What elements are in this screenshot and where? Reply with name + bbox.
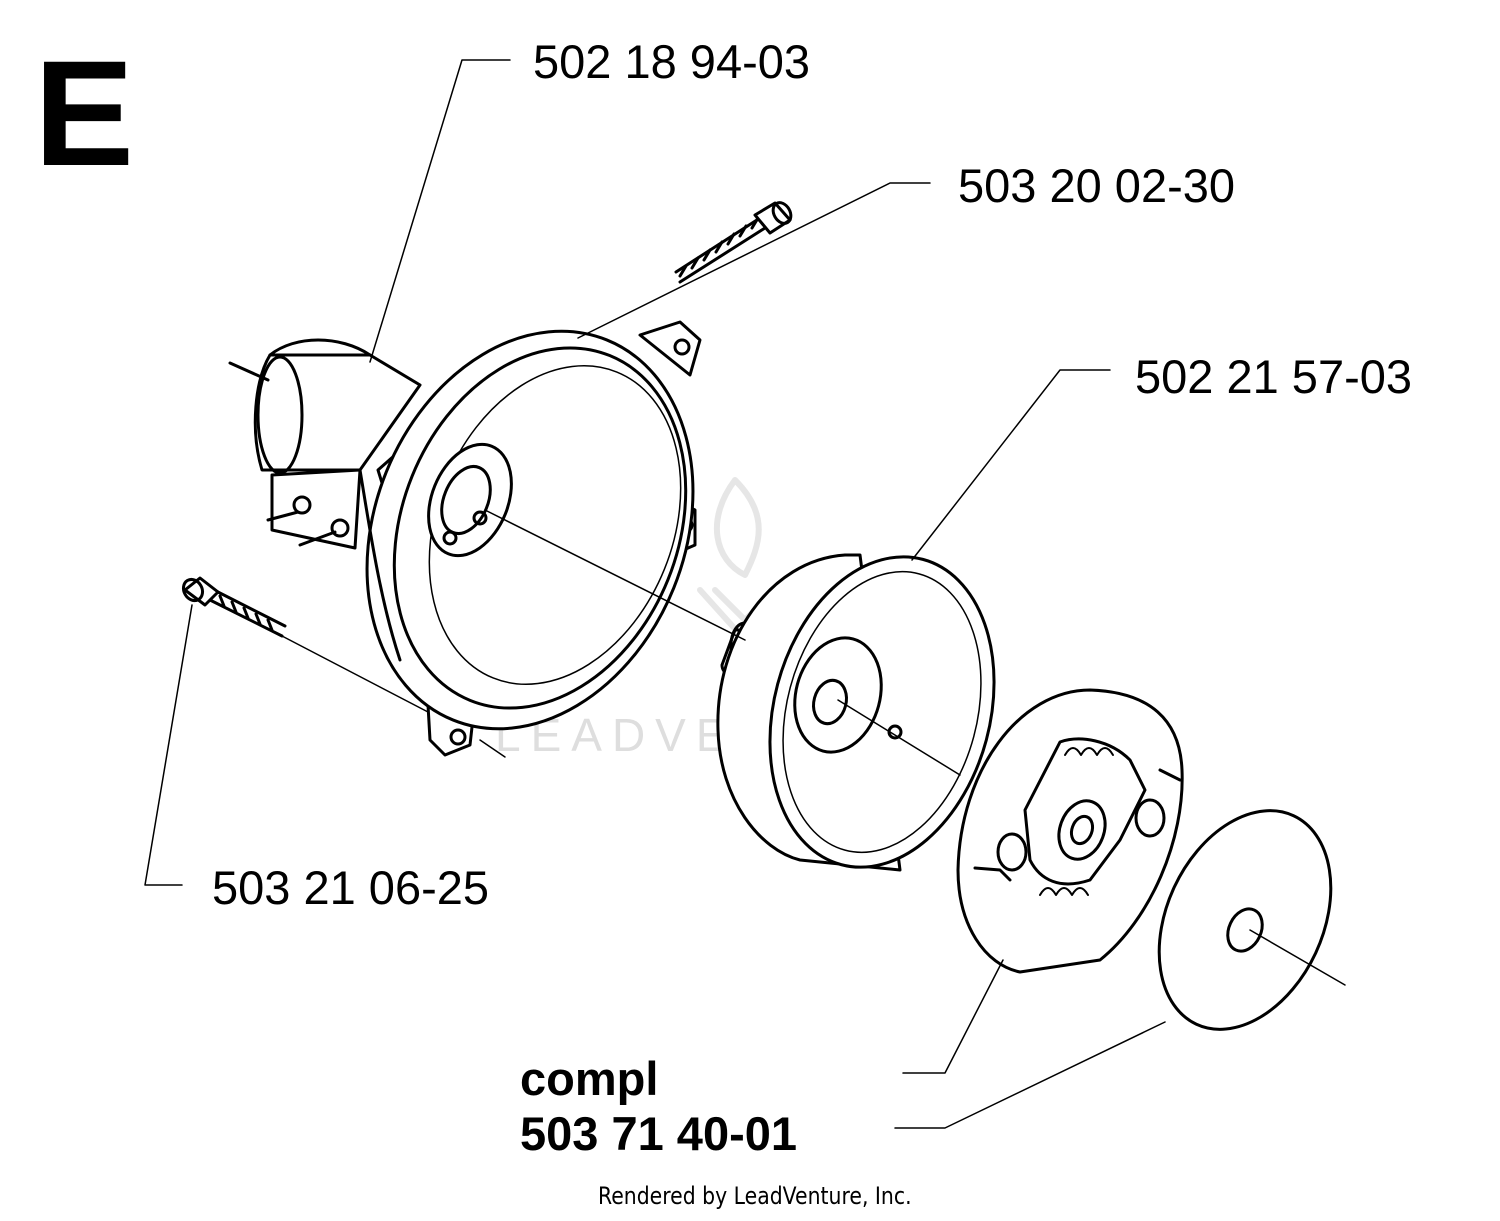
screw-lower-drawing [181, 576, 287, 638]
leader-503-21-06-25 [144, 604, 193, 886]
kit-prefix-label: compl [520, 1052, 659, 1105]
clutch-shoes-drawing [956, 688, 1184, 974]
section-letter: E [34, 29, 135, 197]
part-number-label: 502 21 57-03 [1135, 350, 1413, 403]
assembly-axis-line [484, 509, 1346, 986]
leader-compl-shoes [902, 959, 1004, 1074]
kit-number-label: 503 71 40-01 [520, 1107, 798, 1160]
leader-502-18-94-03 [369, 59, 511, 363]
footer-credit: Rendered by LeadVenture, Inc. [598, 1182, 912, 1210]
clutch-housing-drawing [228, 320, 702, 757]
part-number-label: 502 18 94-03 [533, 35, 811, 88]
leader-lines [144, 59, 1166, 1129]
washer-drawing [1157, 809, 1333, 1031]
leader-502-21-57-03 [911, 369, 1111, 561]
leader-503-20-02-30 [577, 182, 931, 339]
clutch-drum-drawing [716, 553, 996, 872]
leader-screw-lower-to-flange [281, 635, 429, 713]
screw-upper-drawing [674, 201, 793, 284]
leader-compl-washer [894, 1021, 1166, 1129]
part-number-label: 503 21 06-25 [212, 861, 490, 914]
part-number-label: 503 20 02-30 [958, 159, 1236, 212]
